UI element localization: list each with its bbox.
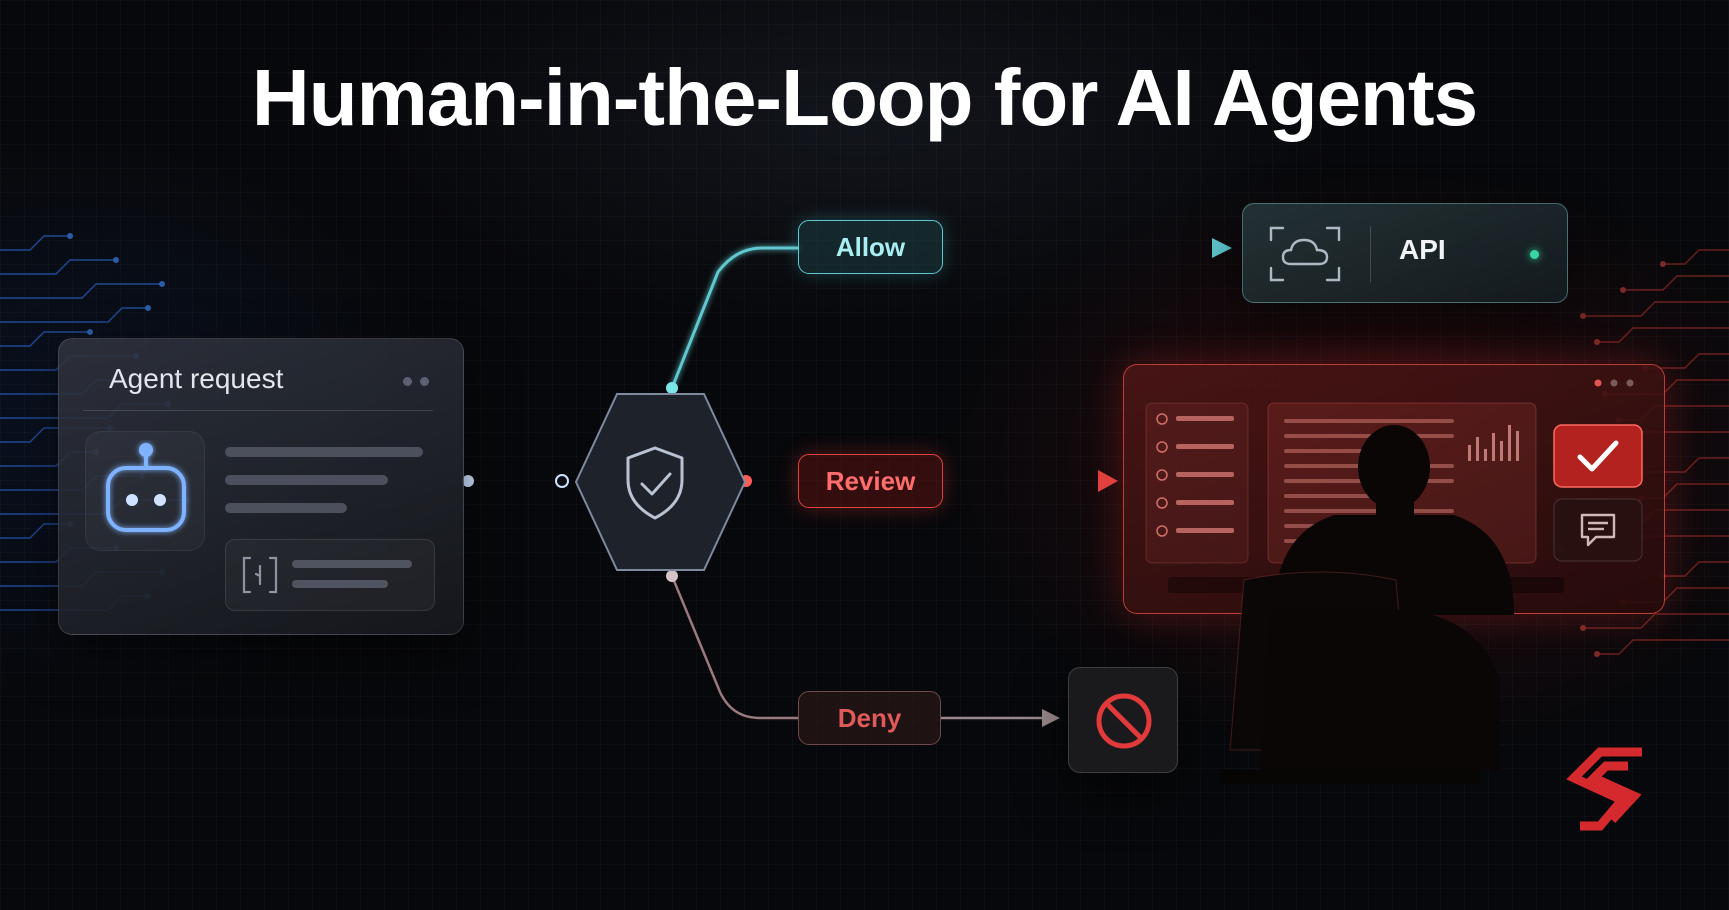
window-dots xyxy=(395,373,429,391)
agent-output-port xyxy=(462,475,474,487)
api-label: API xyxy=(1399,234,1446,265)
cloud-icon xyxy=(1269,226,1341,282)
robot-icon xyxy=(106,443,186,532)
gate-deny-port xyxy=(666,570,678,582)
code-placeholder-bar xyxy=(292,560,412,568)
bar-chart-icon xyxy=(1468,425,1519,461)
code-snippet-tile xyxy=(225,539,435,611)
code-placeholder-bar xyxy=(292,580,388,588)
deny-arrowhead xyxy=(1042,709,1060,727)
review-panel-art xyxy=(1145,379,1643,615)
api-card-divider xyxy=(1370,226,1371,282)
allow-arrowhead xyxy=(1212,238,1232,258)
human-review-panel xyxy=(1123,364,1665,615)
agent-request-card: Agent request xyxy=(58,338,464,635)
shield-check-icon xyxy=(626,446,684,520)
deny-label: Deny xyxy=(798,691,941,745)
approve-button xyxy=(1553,424,1643,488)
page-title: Human-in-the-Loop for AI Agents xyxy=(251,53,1478,142)
text-placeholder-bar xyxy=(225,503,347,513)
status-indicator xyxy=(1530,250,1539,259)
checkmark-icon xyxy=(1577,440,1619,472)
text-placeholder-bar xyxy=(225,447,423,457)
policy-gate-hexagon xyxy=(574,393,747,571)
allow-label: Allow xyxy=(798,220,943,274)
prohibited-icon xyxy=(1096,693,1152,749)
code-braces-icon xyxy=(242,556,278,594)
allow-path-connector xyxy=(670,246,798,389)
robot-tile xyxy=(85,431,205,551)
header-divider xyxy=(83,410,433,411)
review-label: Review xyxy=(798,454,943,508)
reviewer-chair-silhouette xyxy=(1220,571,1500,784)
api-card: API xyxy=(1242,203,1568,303)
s-logo-icon xyxy=(1566,747,1642,831)
text-placeholder-bar xyxy=(225,475,388,485)
deny-path-connector xyxy=(670,575,798,720)
agent-request-label: Agent request xyxy=(109,363,284,394)
deny-result-tile xyxy=(1068,667,1178,773)
review-arrowhead xyxy=(1098,470,1118,492)
gate-input-port xyxy=(555,474,569,488)
comment-icon xyxy=(1580,513,1616,547)
gate-allow-port xyxy=(666,382,678,394)
